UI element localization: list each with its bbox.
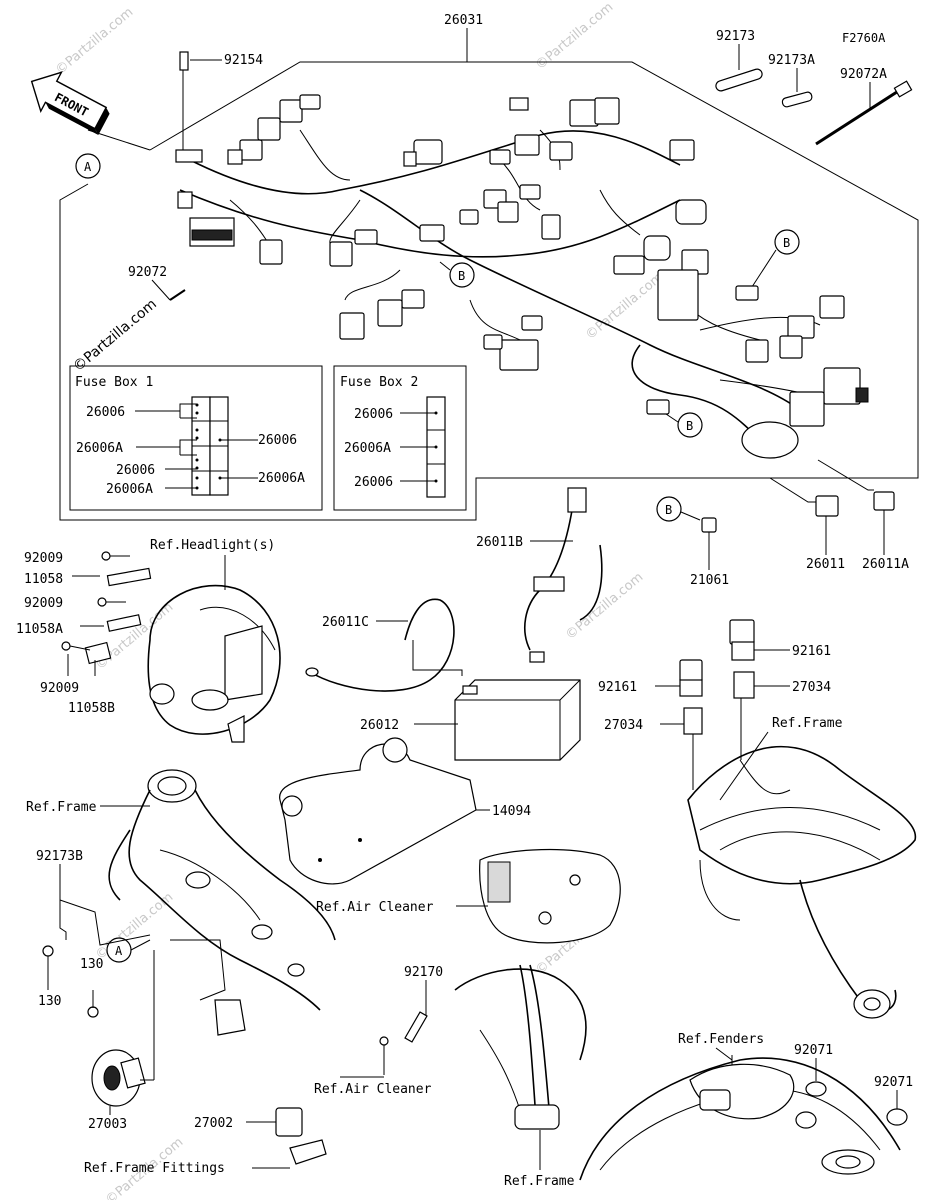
svg-text:A: A: [115, 944, 123, 958]
label-92072: 92072: [128, 265, 167, 280]
part-92170-and-frame: [379, 964, 587, 1170]
reference-labels: Ref.Headlight(s) Ref.Frame Ref.Frame Ref…: [26, 538, 843, 1189]
part-labels: 26031 92154 92173 92173A 92072A 92072 26…: [16, 13, 913, 1132]
label-27002: 27002: [194, 1116, 233, 1131]
label-130-b: 130: [38, 994, 61, 1009]
ref-headlight: Ref.Headlight(s): [150, 538, 275, 553]
battery-cables: [305, 487, 603, 692]
ref-frame-left: Ref.Frame: [26, 800, 97, 815]
label-92154: 92154: [224, 53, 263, 68]
fb1-left-label-1: 26006: [86, 405, 125, 420]
ref-frame-right: Ref.Frame: [772, 716, 843, 731]
label-11058: 11058: [24, 572, 63, 587]
fb1-right-label-1: 26006: [258, 433, 297, 448]
bracket-plate-14094: [279, 737, 490, 885]
part-21061: [701, 517, 717, 570]
fb1-right-label-2: 26006A: [258, 471, 305, 486]
fuse-box-2-title: Fuse Box 2: [340, 375, 418, 390]
label-11058a: 11058A: [16, 622, 63, 637]
label-92009-a: 92009: [24, 551, 63, 566]
label-21061: 21061: [690, 573, 729, 588]
label-26011b: 26011B: [476, 535, 523, 550]
label-26011c: 26011C: [322, 615, 369, 630]
label-92071-b: 92071: [874, 1075, 913, 1090]
fb1-left-label-3: 26006: [116, 463, 155, 478]
headlight-assembly: [147, 555, 281, 743]
air-cleaner-illustration: [456, 848, 621, 944]
label-92161-right: 92161: [792, 644, 831, 659]
frame-left-illustration: [108, 769, 336, 1036]
part-92072a-tie: [815, 80, 913, 146]
callout-b-4: B: [656, 496, 701, 522]
label-92170: 92170: [404, 965, 443, 980]
ref-fenders: Ref.Fenders: [678, 1032, 764, 1047]
fb1-left-label-4: 26006A: [106, 482, 153, 497]
label-14094: 14094: [492, 804, 531, 819]
fb2-label-2: 26006A: [344, 441, 391, 456]
label-92071-a: 92071: [794, 1043, 833, 1058]
relay-27002: [246, 1107, 327, 1169]
frame-right-illustration: [687, 731, 917, 1019]
fuse-box-2-panel: Fuse Box 2 26006 26006A 26006: [333, 365, 467, 511]
callout-b-2: B: [749, 229, 800, 291]
watermark-faint-5: ©Partzilla.com: [563, 570, 646, 643]
ref-air-cleaner-upper: Ref.Air Cleaner: [316, 900, 434, 915]
label-11058b: 11058B: [68, 701, 115, 716]
part-26011a: [817, 459, 895, 555]
part-92072-tie: [169, 289, 186, 301]
label-92072a: 92072A: [840, 67, 887, 82]
diagram-code: F2760A: [842, 31, 886, 45]
ref-frame-fittings: Ref.Frame Fittings: [84, 1161, 225, 1176]
svg-text:B: B: [783, 236, 790, 250]
watermark-faint-4: ©Partzilla.com: [93, 600, 176, 673]
label-26012: 26012: [360, 718, 399, 733]
part-92173-strap: [715, 68, 763, 92]
label-27034-left: 27034: [604, 718, 643, 733]
main-wiring-harness: [175, 51, 869, 459]
label-26031: 26031: [444, 13, 483, 28]
ref-air-cleaner-lower: Ref.Air Cleaner: [314, 1082, 432, 1097]
horn-27003-assembly: [42, 864, 155, 1115]
front-arrow: FRONT: [30, 71, 110, 135]
svg-text:B: B: [458, 269, 465, 283]
svg-text:B: B: [686, 419, 693, 433]
rear-fender-illustration: [579, 1055, 908, 1181]
label-92009-c: 92009: [40, 681, 79, 696]
label-92173a: 92173A: [768, 53, 815, 68]
ref-frame-bottom: Ref.Frame: [504, 1174, 575, 1189]
label-92161-left: 92161: [598, 680, 637, 695]
fuse-box-1-title: Fuse Box 1: [75, 375, 153, 390]
harness-group-border: [59, 61, 919, 521]
leader-lines: [100, 28, 871, 1078]
label-27003: 27003: [88, 1117, 127, 1132]
label-92009-b: 92009: [24, 596, 63, 611]
part-26011: [769, 477, 839, 555]
svg-text:A: A: [84, 160, 92, 174]
part-92161-27034-set: [655, 619, 790, 790]
watermark-faint-1: ©Partzilla.com: [53, 5, 136, 78]
label-92173b: 92173B: [36, 849, 83, 864]
headlight-bracket-parts: [61, 551, 152, 676]
battery-26012: [454, 651, 581, 761]
label-26011: 26011: [806, 557, 845, 572]
fb2-label-3: 26006: [354, 475, 393, 490]
svg-text:B: B: [665, 503, 672, 517]
fuse-box-1-panel: Fuse Box 1 26006 26006A 26006 26006A 260…: [69, 365, 323, 511]
label-27034-right: 27034: [792, 680, 831, 695]
label-130-a: 130: [80, 957, 103, 972]
watermark-main: ©Partzilla.com: [70, 296, 160, 375]
callout-a-bottom: A: [106, 937, 151, 963]
fb2-label-1: 26006: [354, 407, 393, 422]
callout-b-1: B: [439, 261, 475, 288]
label-92173: 92173: [716, 29, 755, 44]
part-92173a-clip: [781, 91, 813, 108]
callout-a-top: A: [75, 153, 101, 179]
fb1-left-label-2: 26006A: [76, 441, 123, 456]
label-26011a: 26011A: [862, 557, 909, 572]
